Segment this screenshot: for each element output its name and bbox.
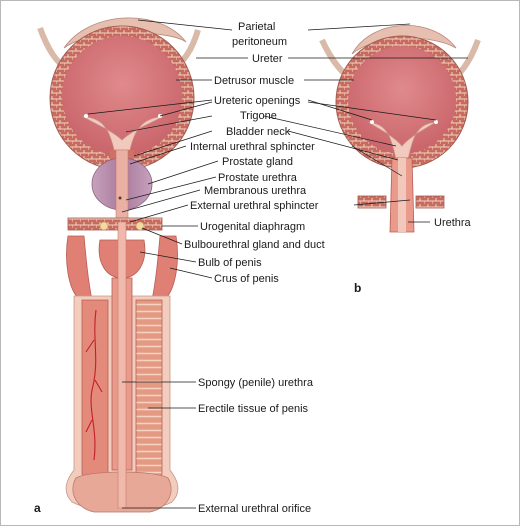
crus-left bbox=[66, 235, 93, 301]
diaphragm-b-left bbox=[357, 195, 387, 209]
label-external-orifice: External urethral orifice bbox=[198, 503, 311, 515]
label-prostate-urethra: Prostate urethra bbox=[218, 172, 298, 184]
label-internal-sphincter: Internal urethral sphincter bbox=[190, 141, 315, 153]
label-external-sphincter: External urethral sphincter bbox=[190, 200, 319, 212]
label-erectile-tissue: Erectile tissue of penis bbox=[198, 403, 309, 415]
panel-a-drawing bbox=[37, 17, 201, 513]
panel-b-drawing bbox=[319, 25, 481, 233]
bladder-lumen-b bbox=[348, 46, 456, 154]
label-bulb: Bulb of penis bbox=[198, 257, 262, 269]
bulbourethral-gland-left bbox=[99, 221, 109, 231]
ureteric-opening-b-left bbox=[370, 120, 374, 124]
label-membranous-urethra: Membranous urethra bbox=[204, 185, 307, 197]
label-crus: Crus of penis bbox=[214, 273, 279, 285]
bulbourethral-gland-right bbox=[135, 221, 145, 231]
spongy-urethra bbox=[117, 221, 127, 509]
label-parietal-1: Parietal bbox=[238, 21, 275, 33]
panel-label-a: a bbox=[34, 501, 41, 515]
female-urethra bbox=[398, 158, 406, 232]
seminal-colliculus bbox=[118, 196, 122, 200]
prostate-urethra bbox=[115, 149, 129, 223]
label-bladder-neck: Bladder neck bbox=[226, 126, 291, 138]
label-spongy-urethra: Spongy (penile) urethra bbox=[198, 377, 314, 389]
label-parietal-2: peritoneum bbox=[232, 36, 287, 48]
ureteric-opening-left bbox=[84, 114, 88, 118]
label-ureter: Ureter bbox=[252, 53, 283, 65]
leader-lines bbox=[87, 19, 468, 509]
panel-label-b: b bbox=[354, 281, 361, 295]
label-ureteric-openings: Ureteric openings bbox=[214, 95, 301, 107]
bladder-lumen bbox=[62, 36, 182, 156]
label-urogenital-diaphragm: Urogenital diaphragm bbox=[200, 221, 305, 233]
deep-artery bbox=[85, 309, 103, 461]
labels: Parietal peritoneum Ureter Detrusor musc… bbox=[34, 21, 472, 515]
erectile-tissue bbox=[135, 299, 163, 480]
label-prostate-gland: Prostate gland bbox=[222, 156, 293, 168]
urogenital-diaphragm bbox=[67, 217, 163, 231]
label-bulbourethral: Bulbourethral gland and duct bbox=[184, 239, 325, 251]
label-urethra: Urethra bbox=[434, 217, 472, 229]
label-detrusor: Detrusor muscle bbox=[214, 75, 294, 87]
trigone bbox=[81, 115, 165, 151]
label-trigone: Trigone bbox=[240, 110, 277, 122]
diaphragm-b-right bbox=[415, 195, 445, 209]
ureteric-opening-b-right bbox=[434, 120, 438, 124]
crus-right bbox=[151, 235, 178, 301]
